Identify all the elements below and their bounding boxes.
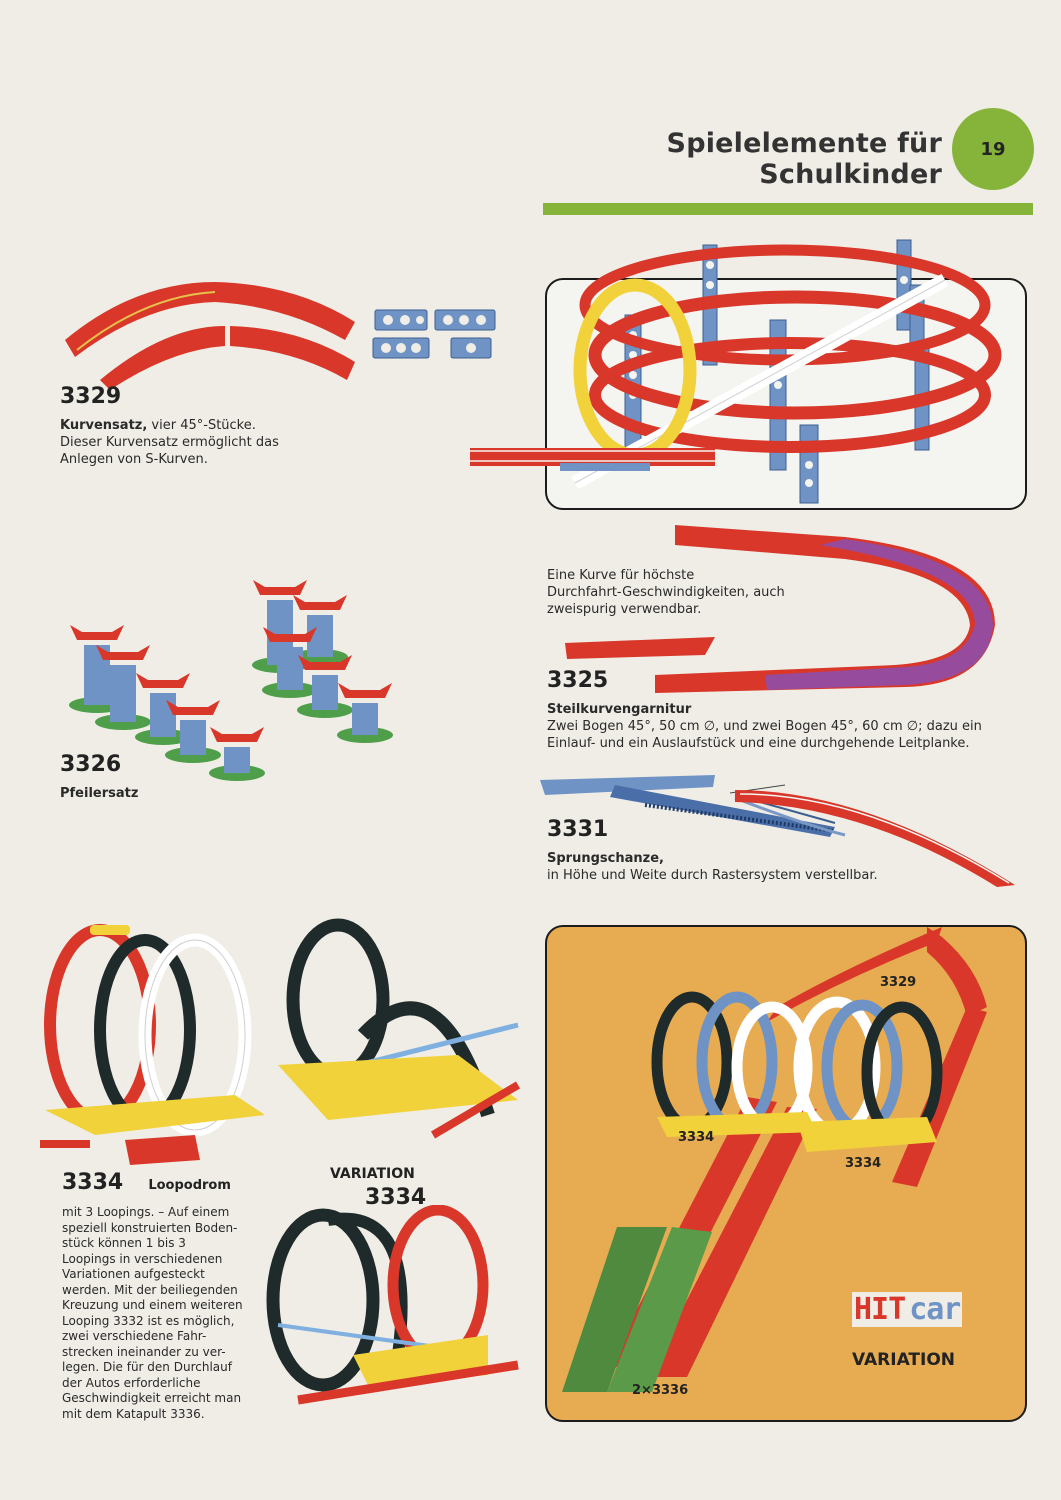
hitcar-logo-hit: HIT	[852, 1292, 908, 1327]
header-rule	[543, 203, 1033, 215]
jump-ramp-illustration	[540, 775, 1015, 887]
product-name-3326: Pfeilersatz	[60, 786, 139, 801]
layout-photo-illustration	[562, 927, 987, 1392]
variation-code: 3334	[365, 1185, 427, 1210]
product-desc-3331: Sprungschanze, in Höhe und Weite durch R…	[547, 851, 878, 883]
layout-label-3336: 2×3336	[632, 1383, 689, 1398]
layout-variation-label: VARIATION	[852, 1350, 956, 1370]
product-code-3329: 3329	[60, 384, 122, 409]
page-number-badge: 19	[952, 108, 1034, 190]
product-name-3334: Loopodrom	[148, 1178, 231, 1193]
product-name-3329: Kurvensatz,	[60, 418, 148, 433]
product-desc-3325: Steilkurvengarnitur Zwei Bogen 45°, 50 c…	[547, 702, 982, 751]
product-heading-3334: 3334 Loopodrom	[62, 1170, 231, 1195]
pillar-set-illustration	[69, 580, 393, 781]
product-desc-3329: Kurvensatz, vier 45°-Stücke. Dieser Kurv…	[60, 418, 279, 467]
layout-label-3334-left: 3334	[678, 1130, 715, 1145]
product-name-3331: Sprungschanze,	[547, 851, 664, 866]
product-name-3325: Steilkurvengarnitur	[547, 702, 692, 717]
banked-curve-illustration	[565, 525, 995, 693]
variation-loop-bottom-illustration	[266, 1205, 519, 1405]
variation-label: VARIATION	[330, 1166, 415, 1182]
product-intro-3325: Eine Kurve für höchste Durchfahrt-Geschw…	[547, 568, 785, 617]
product-desc-3334: mit 3 Loopings. – Auf einem speziell kon…	[62, 1205, 243, 1421]
layout-label-3329: 3329	[880, 975, 917, 990]
layout-label-3334-right: 3334	[845, 1156, 882, 1171]
page-number: 19	[980, 138, 1006, 160]
product-desc-3326: Pfeilersatz	[60, 785, 138, 802]
hitcar-logo-car: car	[907, 1292, 963, 1327]
variation-loop-top-illustration	[278, 918, 521, 1139]
product-code-3325: 3325	[547, 668, 609, 693]
product-code-3326: 3326	[60, 752, 122, 777]
spiral-track-illustration	[470, 239, 1002, 504]
curve-set-illustration	[65, 282, 496, 390]
page-title: Spielelemente für Schulkinder	[666, 128, 942, 190]
product-code-3331: 3331	[547, 817, 609, 842]
product-code-3334: 3334	[62, 1170, 124, 1195]
loopodrom-illustration	[40, 924, 265, 1165]
